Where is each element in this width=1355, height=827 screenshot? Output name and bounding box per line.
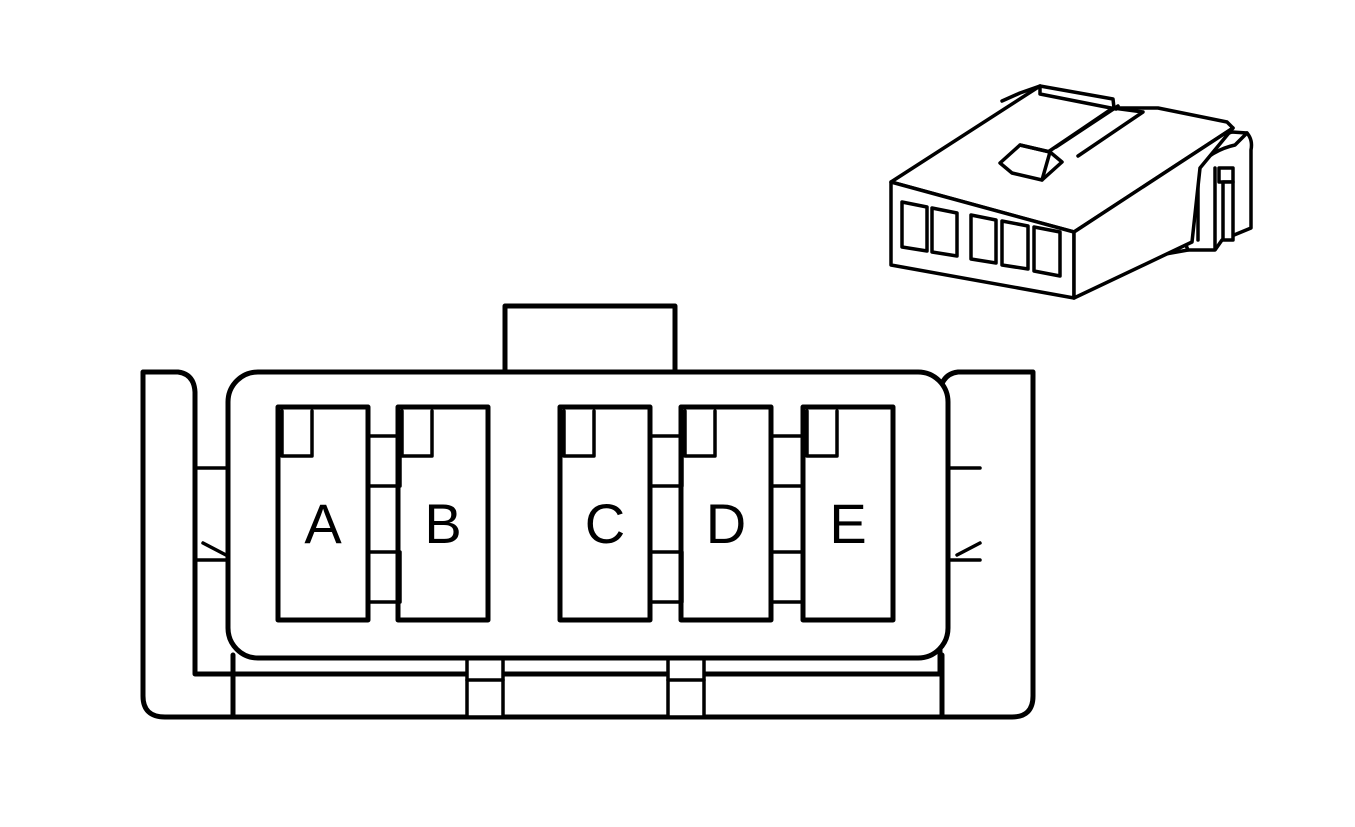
iso-cavities [900,200,1062,278]
cavity-webs [366,434,805,604]
connector-isometric-view [889,84,1254,300]
pin-label-a: A [304,492,342,555]
pin-cavity-c: C [557,404,653,623]
connector-face-view: A B C D E [140,303,1036,720]
housing-shell [140,369,1036,720]
pin-label-b: B [424,492,461,555]
pin-cavity-d: D [678,404,774,623]
pin-label-d: D [706,492,746,555]
pin-label-c: C [585,492,625,555]
pin-cavity-e: E [800,404,896,623]
pin-cavity-b: B [395,404,491,623]
key-tab [502,303,678,381]
pin-label-e: E [829,492,866,555]
bottom-posts [465,655,706,719]
connector-face [225,369,951,661]
inner-body [230,652,945,720]
iso-side-face [1072,126,1235,300]
right-latch-groove [943,466,982,562]
pin-cavity-a: A [275,404,371,623]
